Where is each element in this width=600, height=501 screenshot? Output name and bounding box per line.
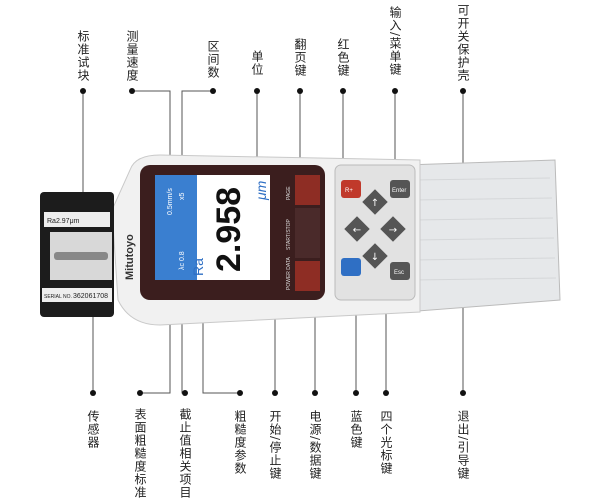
page-key[interactable]	[295, 175, 320, 205]
label-unit: 单位	[250, 50, 264, 76]
label-roughness-params: 粗糙度参数	[233, 410, 247, 475]
start-stop-key[interactable]	[295, 208, 320, 258]
label-cursor-keys: 四个光标键	[379, 410, 393, 475]
label-standard-block: 标准试块	[76, 30, 90, 82]
arrow-right-icon: →	[389, 225, 397, 236]
cursor-down-key	[362, 243, 388, 269]
blue-key[interactable]	[341, 258, 361, 276]
arrow-down-icon: ↓	[371, 252, 379, 263]
esc-guide-key[interactable]	[390, 262, 410, 280]
lcd-status-bar	[155, 175, 197, 280]
status-n: x5	[179, 193, 186, 201]
label-sensor: 传感器	[86, 410, 100, 449]
specimen-text: Ra2.97μm	[47, 218, 80, 225]
display-unit: μm	[253, 180, 269, 201]
status-cutoff: λc 0.8	[179, 251, 186, 270]
cursor-right-key	[380, 216, 406, 242]
label-blue-key: 蓝色键	[349, 410, 363, 449]
enter-menu-key[interactable]	[390, 180, 410, 198]
power-key-label: POWER DATA	[286, 256, 292, 290]
cursor-keys[interactable]	[344, 189, 406, 269]
page-key-label: PAGE	[286, 186, 292, 200]
label-enter-menu-key: 输入/菜单键	[388, 6, 402, 77]
protective-cover[interactable]	[404, 159, 561, 313]
red-key[interactable]	[341, 180, 361, 198]
label-page-key: 翻页键	[293, 38, 307, 77]
arrow-left-icon: ←	[353, 225, 361, 236]
status-speed: 0.5mm/s	[167, 188, 174, 215]
label-cover: 可开关保护壳	[456, 4, 470, 82]
sensor-unit: Ra2.97μm SERIAL NO. 362061708	[40, 192, 114, 317]
enter-key-label: Enter	[392, 188, 406, 194]
start-key-label: START/STOP	[286, 218, 292, 250]
label-power-data-key: 电源/数据键	[308, 410, 322, 481]
label-start-stop-key: 开始/停止键	[268, 410, 282, 481]
serial-label: SERIAL NO.	[44, 294, 72, 300]
power-data-key[interactable]	[295, 261, 320, 291]
label-roughness-standard: 表面粗糙度标准	[133, 408, 147, 499]
arrow-up-icon: ↑	[371, 198, 379, 209]
label-measure-speed: 测量速度	[125, 30, 139, 82]
label-cutoff-items: 截止值相关项目	[178, 408, 192, 499]
esc-key-label: Esc	[394, 270, 404, 276]
cursor-left-key	[344, 216, 370, 242]
cursor-up-key	[362, 189, 388, 215]
display-param: Ra	[190, 258, 206, 276]
label-esc-guide-key: 退出/引导键	[456, 410, 470, 481]
serial-number: 362061708	[73, 293, 108, 300]
label-red-key: 红色键	[336, 38, 350, 77]
brand-logo: Mitutoyo	[124, 234, 136, 280]
leader-dots	[80, 88, 466, 396]
label-sections: 区间数	[206, 40, 220, 79]
display-value: 2.958	[210, 187, 248, 272]
red-key-label: R+	[345, 188, 353, 194]
